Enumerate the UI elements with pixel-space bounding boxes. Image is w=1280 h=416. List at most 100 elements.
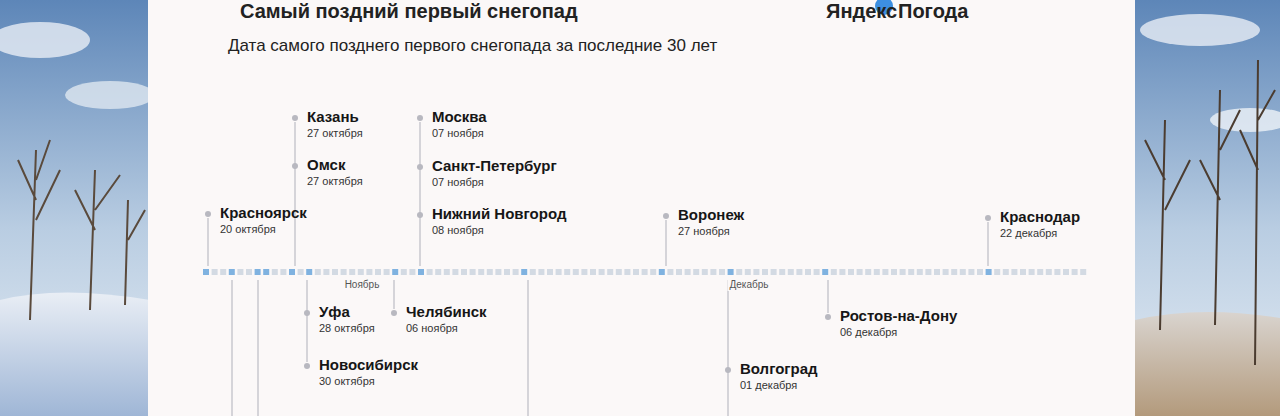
timeline-tick xyxy=(891,269,897,275)
timeline-tick xyxy=(814,269,820,275)
timeline-tick xyxy=(1003,269,1009,275)
timeline-tick xyxy=(435,269,441,275)
timeline-tick xyxy=(986,269,992,275)
timeline-tick xyxy=(538,269,544,275)
timeline-tick xyxy=(650,269,656,275)
timeline-tick xyxy=(667,269,673,275)
timeline-tick xyxy=(409,269,415,275)
timeline-tick xyxy=(968,269,974,275)
timeline-tick xyxy=(384,269,390,275)
timeline-tick xyxy=(822,269,828,275)
city-name: Ростов-на-Дону xyxy=(840,307,957,325)
timeline-tick xyxy=(943,269,949,275)
timeline-tick xyxy=(977,269,983,275)
timeline-tick xyxy=(349,269,355,275)
city-name: Волгоград xyxy=(740,360,818,378)
city-name: Новосибирск xyxy=(319,356,418,374)
timeline-tick xyxy=(925,269,931,275)
timeline-tick xyxy=(452,269,458,275)
date-label: 27 ноября xyxy=(678,225,730,238)
city-name: Челябинск xyxy=(406,303,487,321)
timeline-tick xyxy=(745,269,751,275)
timeline-tick xyxy=(220,269,226,275)
timeline-tick xyxy=(1029,269,1035,275)
timeline-tick xyxy=(461,269,467,275)
timeline-tick xyxy=(495,269,501,275)
timeline-tick xyxy=(762,269,768,275)
timeline-tick xyxy=(289,269,295,275)
timeline-tick xyxy=(1037,269,1043,275)
timeline-tick xyxy=(685,269,691,275)
timeline-tick xyxy=(848,269,854,275)
timeline-tick xyxy=(478,269,484,275)
timeline-tick xyxy=(212,269,218,275)
timeline-tick xyxy=(564,269,570,275)
timeline-tick xyxy=(1080,269,1086,275)
timeline-tick xyxy=(581,269,587,275)
timeline-tick xyxy=(882,269,888,275)
timeline-tick xyxy=(857,269,863,275)
city-name: Нижний Новгород xyxy=(432,205,566,223)
date-label: 20 октября xyxy=(220,223,276,236)
date-label: 22 декабря xyxy=(1000,227,1057,240)
timeline-tick xyxy=(831,269,837,275)
city-name: Омск xyxy=(307,156,345,174)
timeline-tick xyxy=(1046,269,1052,275)
timeline-tick xyxy=(1011,269,1017,275)
timeline-tick xyxy=(556,269,562,275)
date-label: 06 ноября xyxy=(406,322,458,335)
timeline-tick xyxy=(624,269,630,275)
timeline-tick xyxy=(280,269,286,275)
timeline-tick xyxy=(753,269,759,275)
date-label: 08 ноября xyxy=(432,224,484,237)
timeline-tick xyxy=(298,269,304,275)
header-title: Самый поздний первый снегопад xyxy=(240,0,578,22)
date-label: 07 ноября xyxy=(432,127,484,140)
timeline-tick xyxy=(728,269,734,275)
timeline-tick xyxy=(659,269,665,275)
timeline-tick xyxy=(1072,269,1078,275)
brand-name: Яндекс xyxy=(826,0,897,22)
timeline-tick xyxy=(796,269,802,275)
timeline-tick xyxy=(710,269,716,275)
timeline-tick xyxy=(951,269,957,275)
timeline-tick xyxy=(702,269,708,275)
timeline-tick xyxy=(693,269,699,275)
timeline-tick xyxy=(1063,269,1069,275)
timeline-tick xyxy=(934,269,940,275)
timeline-tick xyxy=(341,269,347,275)
timeline-tick xyxy=(323,269,329,275)
leader-lines xyxy=(208,122,988,416)
timeline-tick xyxy=(1054,269,1060,275)
timeline-tick xyxy=(255,269,261,275)
timeline-tick xyxy=(900,269,906,275)
timeline-tick xyxy=(779,269,785,275)
timeline-tick xyxy=(392,269,398,275)
city-dots xyxy=(205,115,991,373)
city-name: Казань xyxy=(307,108,359,126)
timeline-tick xyxy=(229,269,235,275)
city-name: Красноярск xyxy=(220,204,307,222)
timeline-tick xyxy=(418,269,424,275)
date-label: 06 декабря xyxy=(840,326,897,339)
timeline-tick xyxy=(874,269,880,275)
brand-name: Погода xyxy=(898,0,968,22)
timeline-tick xyxy=(504,269,510,275)
timeline-tick xyxy=(771,269,777,275)
timeline-tick xyxy=(642,269,648,275)
timeline-tick xyxy=(306,269,312,275)
timeline-tick xyxy=(366,269,372,275)
timeline-tick xyxy=(960,269,966,275)
timeline-tick xyxy=(375,269,381,275)
timeline-tick xyxy=(444,269,450,275)
timeline-tick xyxy=(788,269,794,275)
city-name: Санкт-Петербург xyxy=(432,157,557,175)
timeline-tick xyxy=(237,269,243,275)
city-name: Краснодар xyxy=(1000,208,1080,226)
timeline-tick xyxy=(736,269,742,275)
timeline-tick xyxy=(599,269,605,275)
city-name: Уфа xyxy=(319,303,350,321)
timeline-tick xyxy=(805,269,811,275)
city-name: Москва xyxy=(432,108,487,126)
